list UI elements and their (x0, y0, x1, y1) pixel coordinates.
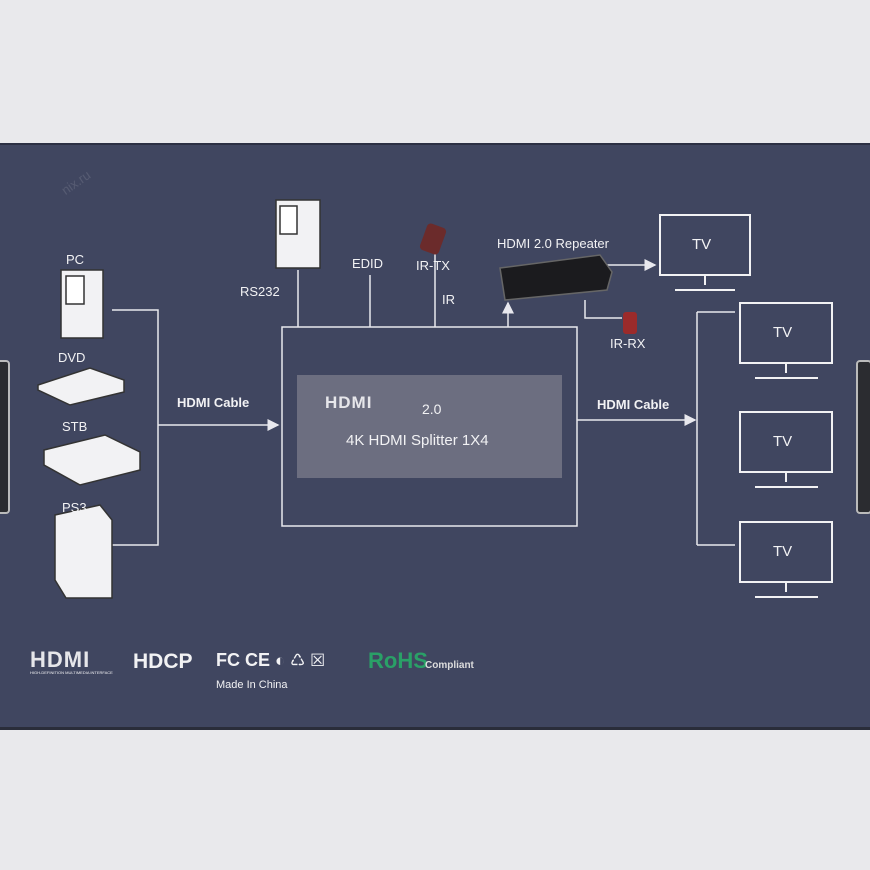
ir-label: IR (442, 292, 455, 307)
repeater-icon (499, 254, 613, 301)
source-label: STB (62, 419, 88, 434)
source-label: PS3 (62, 500, 87, 515)
ps3-icon (54, 504, 113, 599)
tv-label: TV (773, 324, 793, 341)
device-name: 4K HDMI Splitter 1X4 (346, 432, 489, 449)
hdcp-logo: HDCP (133, 650, 193, 673)
recycle-icons: ◐ ♺ ☒ (275, 651, 326, 670)
edid-label: EDID (352, 256, 384, 271)
rs232-label: RS232 (240, 284, 280, 299)
footer-hdmi-logo: HDMI (30, 647, 91, 672)
tv-label: TV (692, 236, 712, 253)
footer-hdmi-subtitle: HIGH-DEFINITION MULTIMEDIA INTERFACE (30, 670, 113, 675)
cable-label-left: HDMI Cable (177, 395, 250, 410)
source-label: DVD (58, 350, 86, 365)
ir-rx-label: IR-RX (610, 336, 646, 351)
stb-icon (43, 434, 141, 486)
fc-ce-marks: FC CE (216, 650, 270, 670)
device-version: 2.0 (422, 401, 442, 417)
dvd-icon (37, 367, 125, 406)
box-side-tab-right (856, 360, 870, 514)
repeater-label: HDMI 2.0 Repeater (497, 236, 609, 251)
ir-rx-icon (623, 312, 637, 334)
tv-label: TV (773, 543, 793, 560)
rohs-compliant: Compliant (425, 660, 474, 671)
ir-tx-label: IR-TX (416, 258, 450, 273)
made-in-label: Made In China (216, 679, 288, 691)
box-side-tab-left (0, 360, 10, 514)
cable-label-right: HDMI Cable (597, 397, 670, 412)
ir-tx-icon (419, 223, 447, 255)
device-hdmi-logo: HDMI (325, 393, 373, 412)
source-label: PC (66, 252, 85, 267)
tv-label: TV (773, 433, 793, 450)
rohs-logo: RoHS (368, 648, 428, 673)
splitter-label-panel (297, 375, 562, 478)
